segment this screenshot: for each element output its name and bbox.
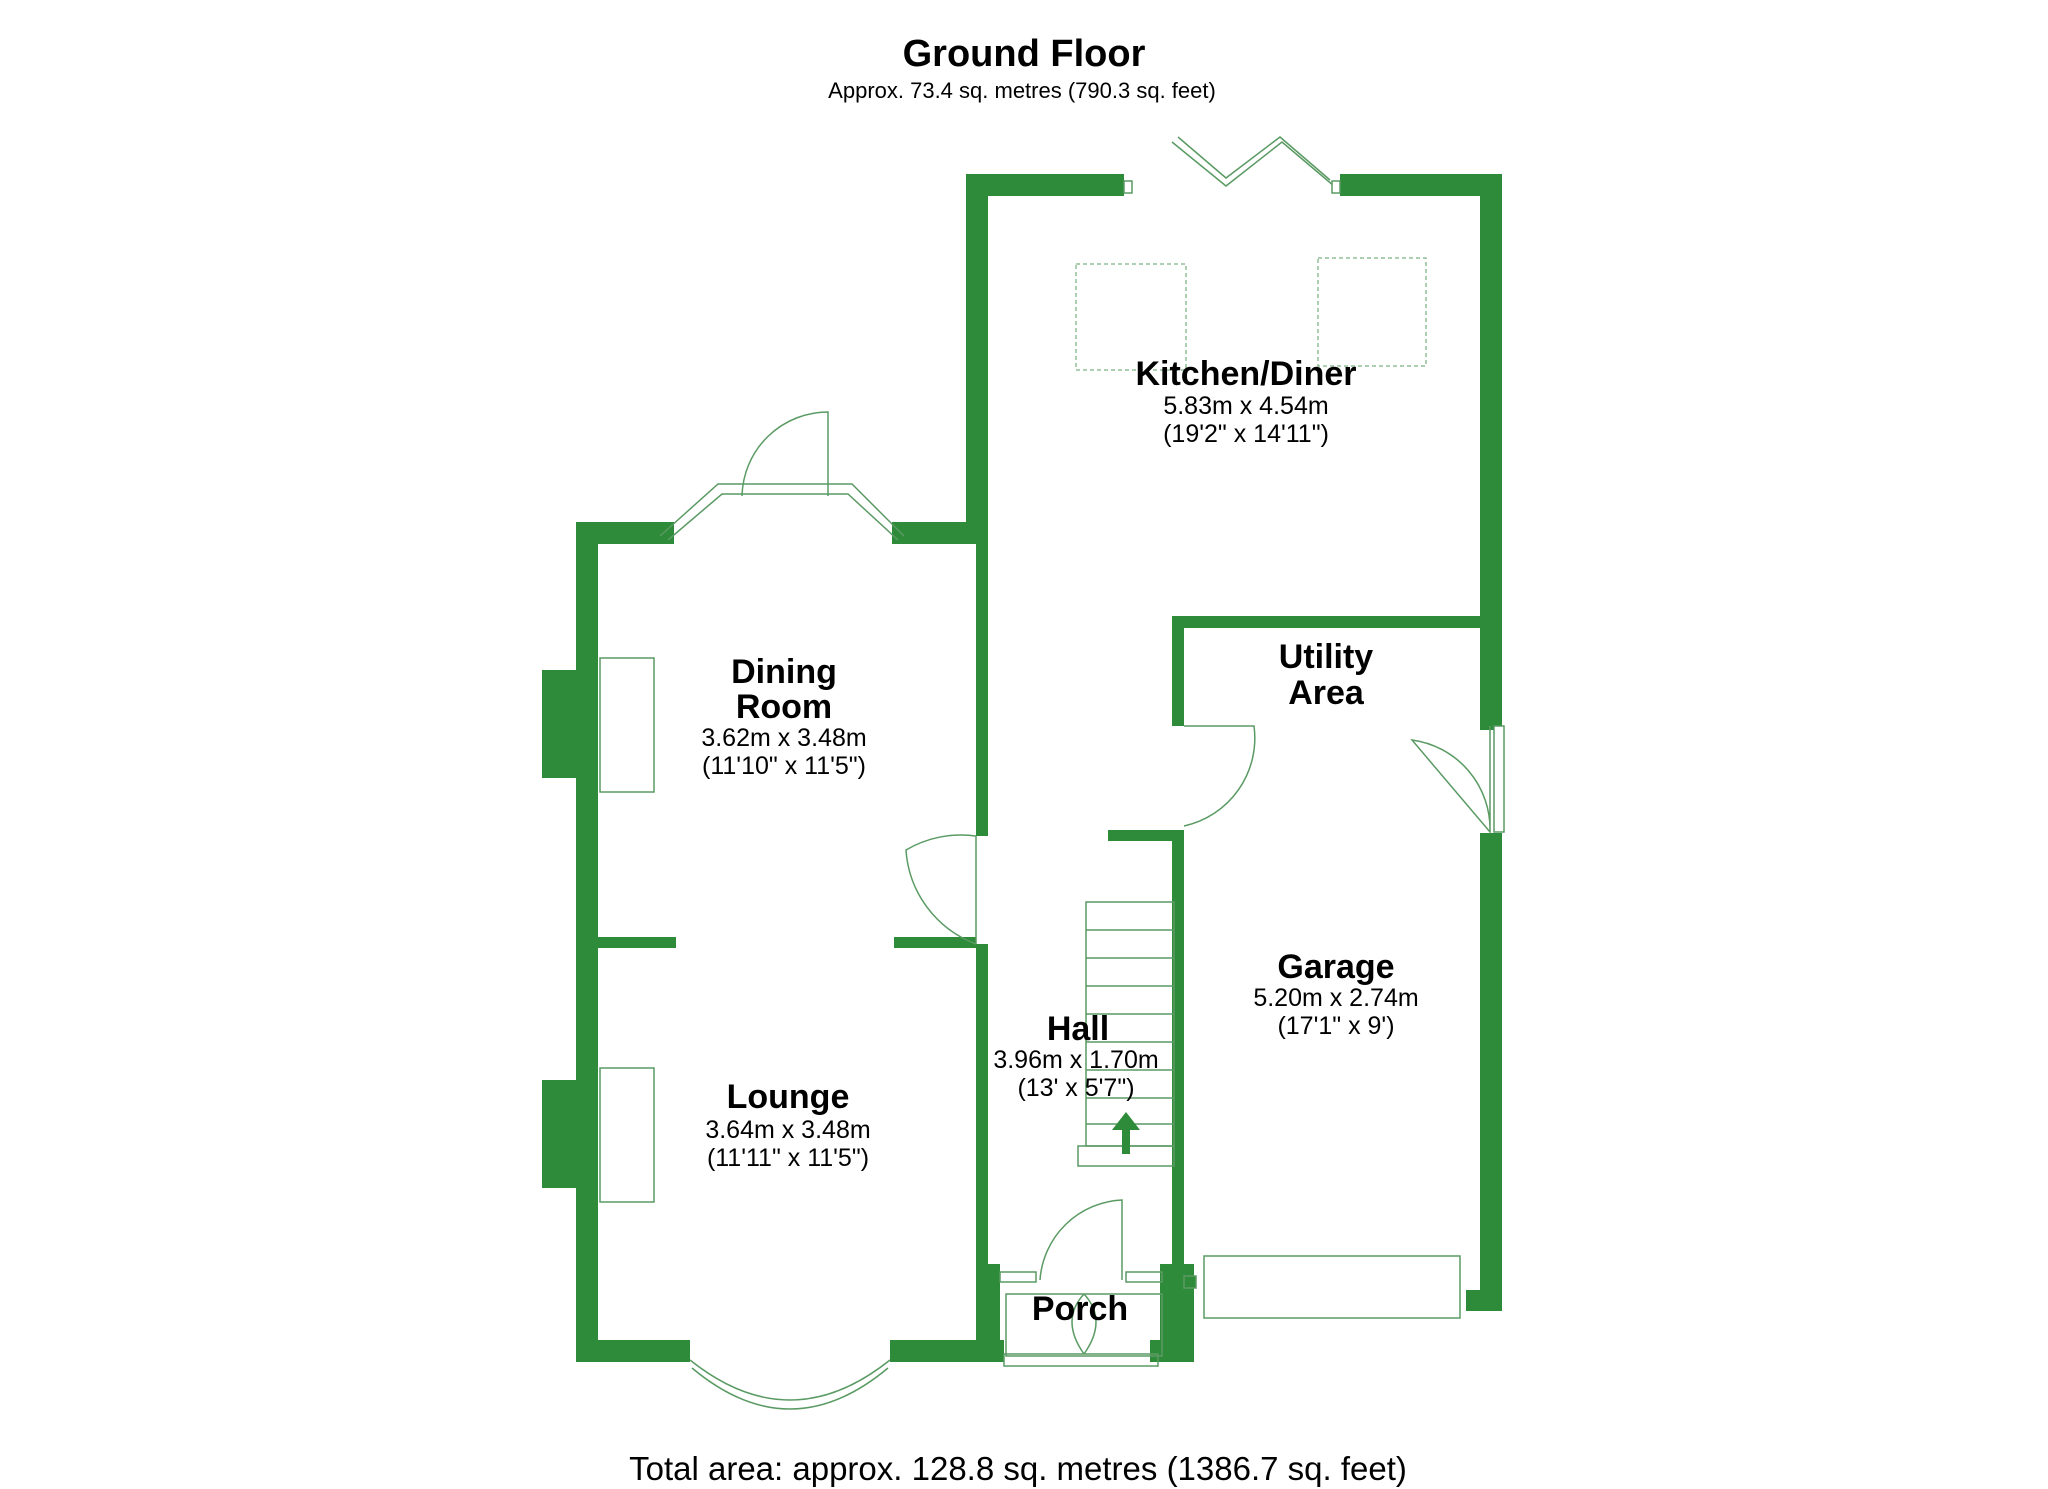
floor-area: Approx. 73.4 sq. metres (790.3 sq. feet) [828,78,1216,103]
porch-name: Porch [1032,1290,1128,1328]
dining-wall-top-left [576,522,674,544]
utility-name-1: Utility [1279,638,1374,676]
hall-dining-door [905,834,977,945]
garage-metric: 5.20m x 2.74m [1253,984,1418,1012]
lounge-wall-bottom-left [576,1340,690,1362]
divider-left [598,937,676,948]
dining-metric: 3.62m x 3.48m [701,724,866,752]
lounge-name: Lounge [727,1078,850,1116]
lounge-wall-bottom-right [890,1340,1004,1362]
roof-light-left [1075,263,1187,371]
bifold-doors [1171,141,1335,187]
garage-name: Garage [1277,948,1394,986]
lounge-imperial: (11'11" x 11'5") [707,1144,869,1172]
roof-light-right [1317,257,1427,367]
garage-side-door [1410,726,1491,835]
porch-wall-left [988,1264,1000,1360]
dining-door [741,411,829,497]
lounge-hearth [599,1067,655,1203]
porch-inner-door [1039,1199,1123,1281]
main-wall-left [576,522,598,1360]
garage-door [1203,1255,1461,1319]
dining-hearth [599,657,655,793]
walls [542,174,1502,1362]
kitchen-metric: 5.83m x 4.54m [1163,392,1328,420]
roof-lights [1075,257,1427,371]
lounge-metric: 3.64m x 3.48m [705,1116,870,1144]
hall-metric: 3.96m x 1.70m [993,1046,1158,1074]
utility-door [1183,725,1256,827]
dining-name-1: Dining [731,653,837,691]
hall-name: Hall [1047,1010,1109,1048]
kitchen-wall-top-right [1340,174,1502,196]
kitchen-wall-right [1480,174,1502,730]
porch-wall-bottom-right [1150,1340,1194,1362]
utility-wall-left [1172,616,1184,726]
garage-wall-left [1172,833,1184,1313]
lounge-chimney [542,1080,576,1188]
garage-imperial: (17'1" x 9') [1277,1012,1394,1040]
garage-wall-right [1480,833,1502,1311]
hall-stair-wall [1108,830,1184,841]
fixtures [599,136,1505,1410]
divider-right [894,937,976,948]
kitchen-name: Kitchen/Diner [1135,355,1356,393]
porch-front-door [1071,1293,1097,1355]
dining-name-2: Room [736,688,832,726]
kitchen-wall-left [966,174,988,544]
kitchen-imperial: (19'2" x 14'11") [1163,420,1329,448]
dining-chimney [542,670,576,778]
total-area: Total area: approx. 128.8 sq. metres (13… [629,1450,1407,1487]
utility-wall-top [1172,616,1480,628]
dining-wall-top-right [892,522,988,544]
page-title: Ground Floor [903,33,1146,75]
stair-arrow-icon [1112,1112,1140,1154]
dining-imperial: (11'10" x 11'5") [702,752,866,780]
lounge-bay-window [689,1359,891,1401]
hall-wall-lower [976,944,988,1358]
kitchen-wall-top-left [966,174,1124,196]
utility-name-2: Area [1288,674,1365,712]
dining-bay-window [659,483,905,537]
garage-wall-bottom-right [1466,1290,1502,1311]
hall-imperial: (13' x 5'7") [1017,1074,1134,1102]
hall-wall-upper [976,540,988,836]
